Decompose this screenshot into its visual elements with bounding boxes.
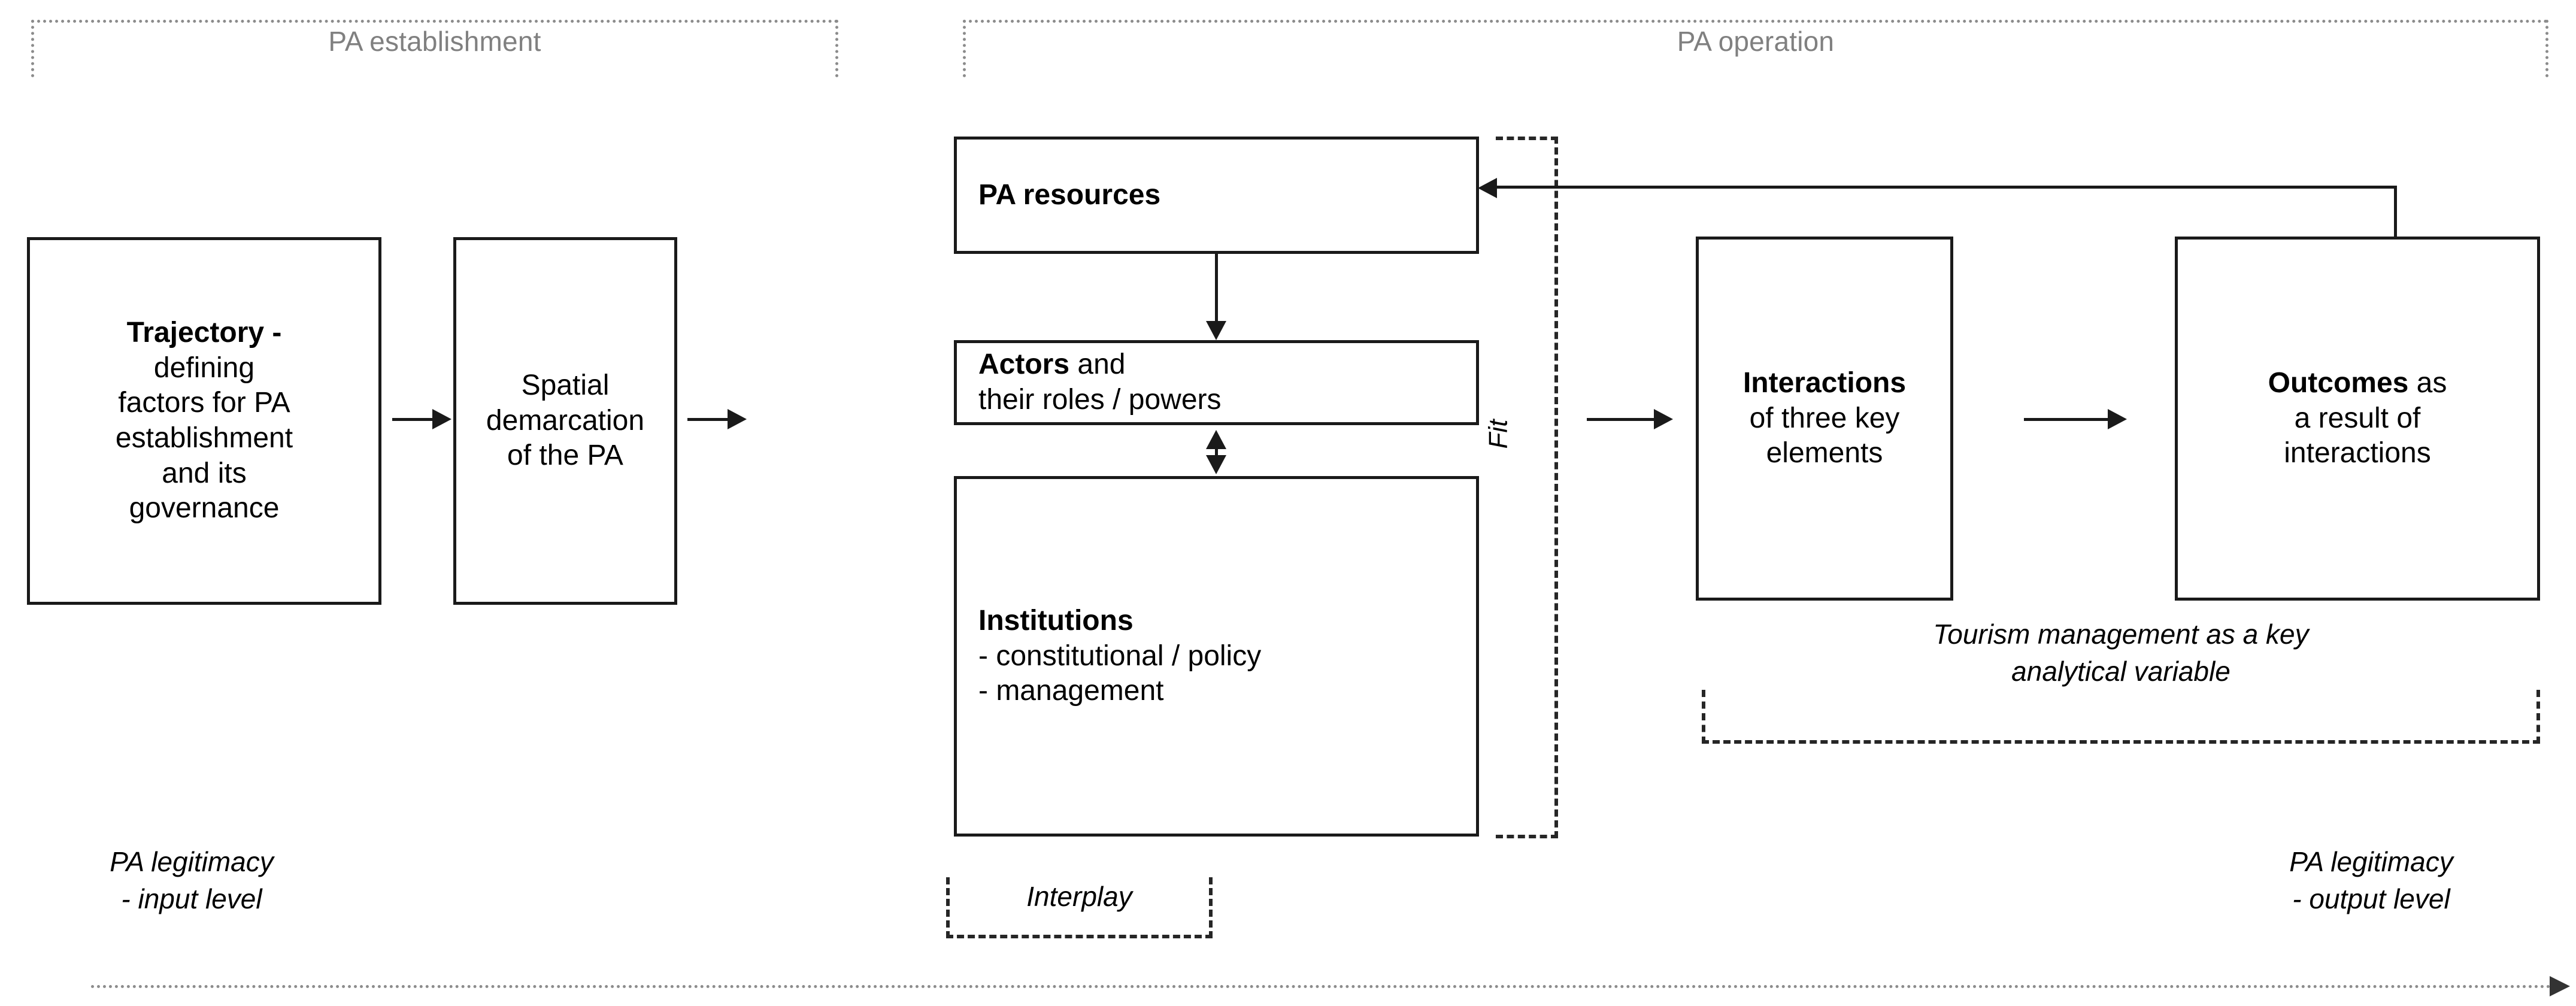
node-interactions-line-1: Interactions xyxy=(1742,367,1907,399)
arrow-trajectory-to-spatial-shaft xyxy=(392,418,434,421)
node-trajectory-line-5: and its xyxy=(162,457,247,489)
phase-region-pa-operation xyxy=(963,20,2548,77)
node-trajectory-line-3: factors for PA xyxy=(118,387,290,419)
node-outcomes-line-1: Outcomes as xyxy=(2268,366,2447,401)
bracket-interplay xyxy=(946,877,1213,938)
node-pa-resources-line-1: PA resources xyxy=(978,178,1161,211)
node-spatial-line-1: Spatial xyxy=(521,369,610,402)
node-spatial-line-3: of the PA xyxy=(507,440,623,472)
label-legitimacy-output-line1: PA legitimacy xyxy=(2289,846,2453,877)
node-spatial-demarcation[interactable]: Spatial demarcation of the PA xyxy=(453,237,677,605)
node-actors-line-1-bold: Actors xyxy=(978,349,1070,381)
arrow-interactions-to-outcomes-head xyxy=(2108,409,2127,429)
label-tourism-management-line1: Tourism management as a key xyxy=(1933,619,2309,650)
node-outcomes-line-2: a result of xyxy=(2294,402,2421,434)
node-interactions-line-2: of three key xyxy=(1749,402,1900,434)
node-trajectory-line-1: Trajectory - xyxy=(126,317,282,349)
label-legitimacy-output-line2: - output level xyxy=(2292,883,2450,914)
node-actors-line-1-suffix: and xyxy=(1069,349,1126,381)
timeline-arrowhead xyxy=(2550,976,2570,996)
arrow-fit-to-interactions-shaft xyxy=(1587,418,1657,421)
arrow-resources-to-actors-head xyxy=(1206,321,1226,340)
node-trajectory-line-4: establishment xyxy=(115,422,293,454)
node-outcomes[interactable]: Outcomes as a result of interactions xyxy=(2175,237,2540,601)
node-trajectory[interactable]: Trajectory - defining factors for PA est… xyxy=(27,237,381,605)
node-spatial-line-2: demarcation xyxy=(486,404,645,437)
label-legitimacy-input-line2: - input level xyxy=(121,883,262,914)
bracket-tourism-management xyxy=(1702,690,2540,744)
arrow-interactions-to-outcomes-shaft xyxy=(2024,418,2111,421)
arrow-resources-to-actors-shaft xyxy=(1215,254,1218,327)
node-trajectory-line-2: defining xyxy=(153,352,255,384)
label-fit: Fit xyxy=(1483,419,1513,449)
label-legitimacy-input-line1: PA legitimacy xyxy=(110,846,274,877)
label-tourism-management-line2: analytical variable xyxy=(2011,656,2230,687)
feedback-loop-vertical xyxy=(2394,187,2397,240)
node-institutions-line-1: Institutions xyxy=(978,605,1134,637)
node-outcomes-line-1-bold: Outcomes xyxy=(2268,367,2409,399)
feedback-loop-arrowhead xyxy=(1478,178,1497,198)
node-institutions-line-2: - constitutional / policy xyxy=(978,640,1262,672)
node-pa-resources[interactable]: PA resources xyxy=(954,137,1479,254)
node-outcomes-line-1-suffix: as xyxy=(2408,367,2447,399)
label-interplay: Interplay xyxy=(1026,881,1132,912)
bracket-fit xyxy=(1496,137,1558,838)
arrow-trajectory-to-spatial-head xyxy=(432,409,451,429)
phase-region-pa-establishment xyxy=(31,20,838,77)
node-actors-line-2: their roles / powers xyxy=(978,384,1222,416)
timeline-axis xyxy=(91,985,2552,988)
phase-label-pa-operation: PA operation xyxy=(1677,26,1835,57)
node-actors-line-1: Actors and xyxy=(978,347,1125,383)
arrow-fit-to-interactions-head xyxy=(1654,409,1673,429)
phase-label-pa-establishment: PA establishment xyxy=(328,26,541,57)
arrow-spatial-to-actors-head xyxy=(728,409,747,429)
arrow-spatial-to-actors-shaft xyxy=(687,418,729,421)
node-interactions[interactable]: Interactions of three key elements xyxy=(1696,237,1953,601)
feedback-loop-horizontal xyxy=(1497,186,2397,189)
node-actors[interactable]: Actors and their roles / powers xyxy=(954,340,1479,425)
node-outcomes-line-3: interactions xyxy=(2284,437,2431,469)
node-institutions[interactable]: Institutions - constitutional / policy -… xyxy=(954,476,1479,837)
node-institutions-line-3: - management xyxy=(978,675,1164,707)
arrow-actors-institutions-head-down xyxy=(1206,455,1226,474)
node-interactions-line-3: elements xyxy=(1766,437,1883,469)
node-trajectory-line-6: governance xyxy=(129,492,280,525)
